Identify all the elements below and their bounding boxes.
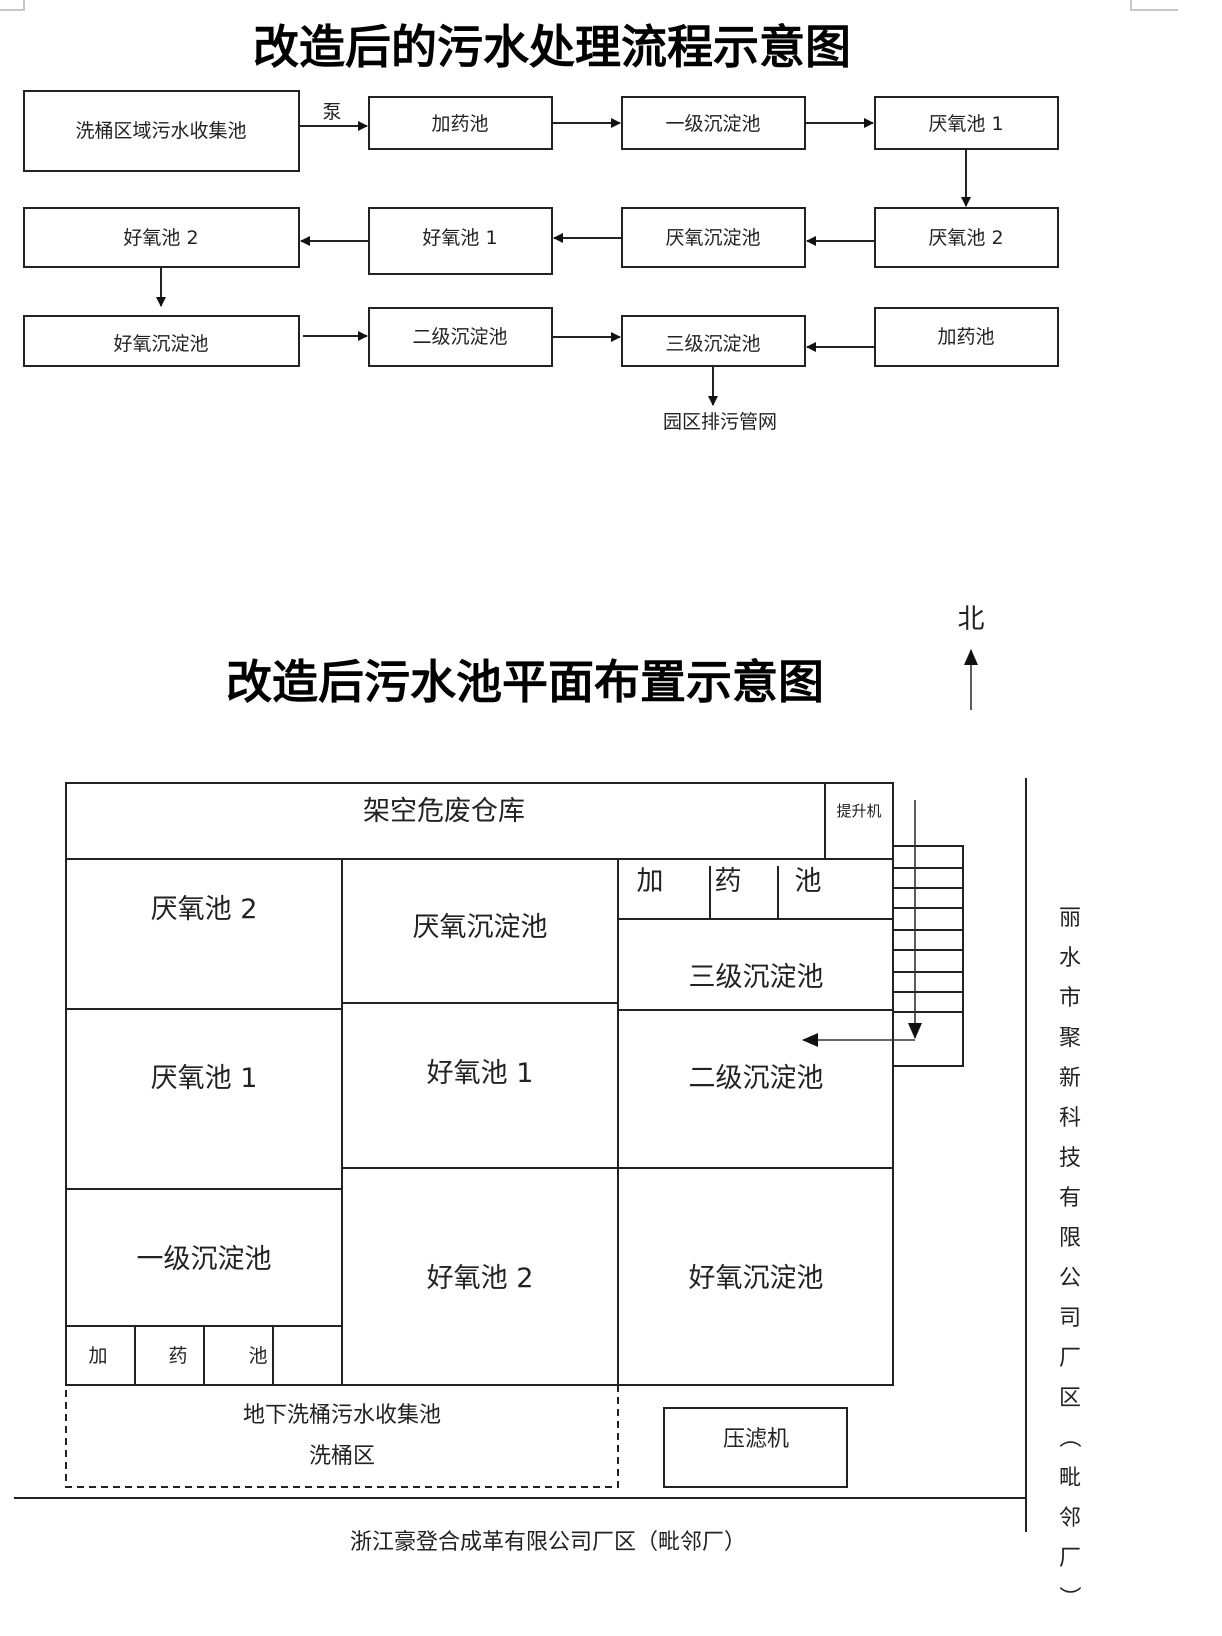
east-neighbor-char: 水 <box>1059 946 1081 971</box>
flow-node-primary-settling: 一级沉淀池 <box>621 96 806 150</box>
flow-node-label: 好氧池 2 <box>123 227 198 249</box>
flow-node-dosing-tank-1: 加药池 <box>368 96 553 150</box>
east-neighbor-char: 市 <box>1059 986 1081 1011</box>
east-neighbor-char: 邻 <box>1059 1506 1081 1531</box>
east-neighbor-char: 公 <box>1059 1266 1081 1291</box>
room-label: 池 <box>248 1345 267 1367</box>
room-label: 加 <box>88 1345 107 1367</box>
flow-node-anaerobic-settling: 厌氧沉淀池 <box>621 207 806 268</box>
room-label: 厌氧沉淀池 <box>413 912 548 943</box>
room-secondary-settling: 二级沉淀池 <box>617 1009 894 1169</box>
room-label: 洗桶区 <box>309 1444 375 1469</box>
room-anaerobic-1: 厌氧池 1 <box>65 1008 343 1190</box>
east-neighbor-char: 有 <box>1059 1186 1081 1211</box>
flow-node-label: 加药池 <box>937 326 994 348</box>
flow-node-label: 好氧池 1 <box>422 227 497 249</box>
output-label: 园区排污管网 <box>663 411 777 433</box>
flow-node-collection-tank: 洗桶区域污水收集池 <box>23 90 300 172</box>
room-label: 提升机 <box>836 802 881 820</box>
room-label: 好氧池 2 <box>427 1263 534 1294</box>
east-neighbor-char: 毗 <box>1059 1466 1081 1491</box>
flow-node-label: 加药池 <box>431 113 488 135</box>
east-neighbor-char: 技 <box>1059 1146 1081 1171</box>
room-label: 二级沉淀池 <box>689 1063 824 1094</box>
east-neighbor-char: 新 <box>1059 1066 1081 1091</box>
east-neighbor-char: （ <box>1056 1426 1081 1448</box>
room-label: 厌氧池 1 <box>151 1063 258 1094</box>
room-label: 压滤机 <box>723 1427 789 1452</box>
page-corner-mark-right <box>1130 0 1178 11</box>
flow-node-aerobic-1: 好氧池 1 <box>368 207 553 275</box>
room-filter-press: 压滤机 <box>663 1407 848 1488</box>
room-label: 一级沉淀池 <box>137 1244 272 1275</box>
flow-node-label: 厌氧沉淀池 <box>665 227 760 249</box>
room-label: 药 <box>715 866 742 897</box>
room-label: 架空危废仓库 <box>363 796 525 827</box>
flow-node-label: 厌氧池 1 <box>928 113 1003 135</box>
south-neighbor-label: 浙江豪登合成革有限公司厂区（毗邻厂） <box>350 1530 746 1555</box>
flow-node-label: 一级沉淀池 <box>665 113 760 135</box>
room-aerobic-1: 好氧池 1 <box>341 1002 619 1169</box>
flow-node-secondary-settling: 二级沉淀池 <box>368 307 553 367</box>
room-label: 加 <box>637 866 664 897</box>
room-label: 厌氧池 2 <box>151 894 258 925</box>
room-label: 好氧池 1 <box>427 1058 534 1089</box>
room-tertiary-settling: 三级沉淀池 <box>617 918 894 1011</box>
room-hazard-warehouse: 架空危废仓库 <box>65 782 826 860</box>
east-neighbor-char: 丽 <box>1059 906 1081 931</box>
flow-node-label: 二级沉淀池 <box>412 326 507 348</box>
room-dosing-top: 加 药 池 <box>617 858 894 920</box>
flow-node-dosing-tank-2: 加药池 <box>874 307 1059 367</box>
room-anaerobic-settling: 厌氧沉淀池 <box>341 858 619 1004</box>
flow-node-tertiary-settling: 三级沉淀池 <box>621 315 806 367</box>
room-anaerobic-2: 厌氧池 2 <box>65 858 343 1010</box>
flow-node-aerobic-2: 好氧池 2 <box>23 207 300 268</box>
east-neighbor-char: 司 <box>1059 1306 1081 1331</box>
room-dosing-bottom: 加 药 池 <box>65 1325 343 1386</box>
flow-node-label: 洗桶区域污水收集池 <box>75 120 246 142</box>
flow-node-anaerobic-1: 厌氧池 1 <box>874 96 1059 150</box>
flow-node-label: 好氧沉淀池 <box>113 333 208 355</box>
page-corner-mark-left <box>0 0 25 11</box>
north-label: 北 <box>958 604 985 635</box>
room-label: 池 <box>795 866 822 897</box>
flow-diagram-title: 改造后的污水处理流程示意图 <box>253 20 851 74</box>
layout-plan-title: 改造后污水池平面布置示意图 <box>226 655 824 709</box>
east-neighbor-char: 聚 <box>1059 1026 1081 1051</box>
room-label: 好氧沉淀池 <box>689 1263 824 1294</box>
room-underground-tank: 地下洗桶污水收集池 洗桶区 <box>65 1384 619 1488</box>
flow-node-label: 三级沉淀池 <box>665 333 760 355</box>
east-neighbor-char: ） <box>1056 1586 1081 1608</box>
east-neighbor-char: 厂 <box>1059 1546 1081 1571</box>
room-primary-settling: 一级沉淀池 <box>65 1188 343 1327</box>
room-label: 三级沉淀池 <box>689 962 824 993</box>
east-neighbor-char: 区 <box>1059 1386 1081 1411</box>
room-aerobic-settling: 好氧沉淀池 <box>617 1167 894 1386</box>
east-neighbor-char: 厂 <box>1059 1346 1081 1371</box>
room-label: 地下洗桶污水收集池 <box>243 1403 441 1428</box>
room-aerobic-2: 好氧池 2 <box>341 1167 619 1386</box>
flow-node-aerobic-settling: 好氧沉淀池 <box>23 315 300 367</box>
east-neighbor-char: 限 <box>1059 1226 1081 1251</box>
east-neighbor-char: 科 <box>1059 1106 1081 1131</box>
flow-node-anaerobic-2: 厌氧池 2 <box>874 207 1059 268</box>
flow-node-label: 厌氧池 2 <box>928 227 1003 249</box>
room-label: 药 <box>168 1345 187 1367</box>
pump-label: 泵 <box>322 101 341 123</box>
staircase <box>893 845 964 1067</box>
room-lift: 提升机 <box>824 782 894 860</box>
